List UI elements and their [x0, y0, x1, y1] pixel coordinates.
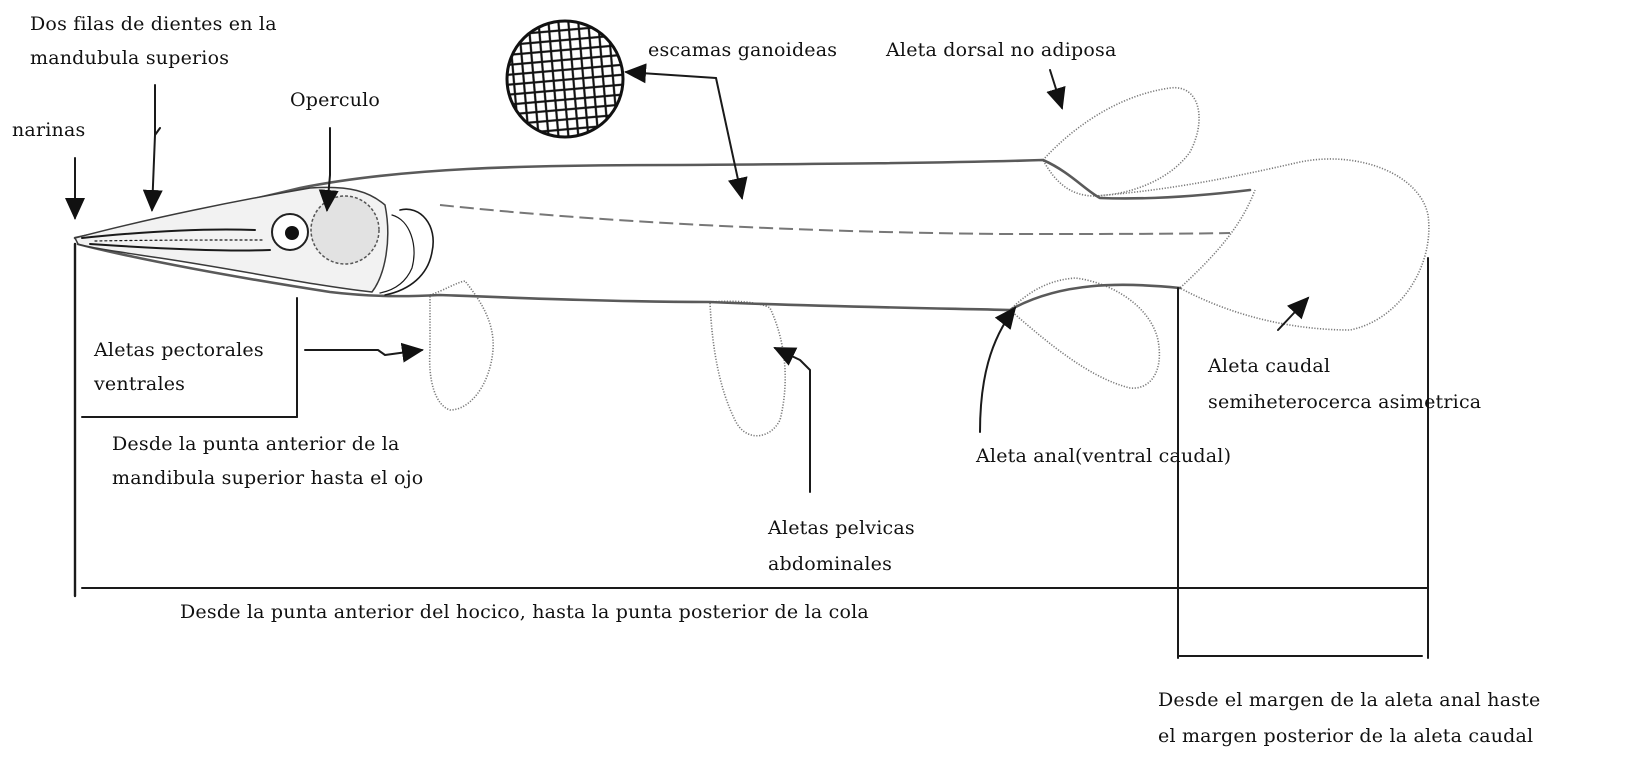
operculum-area — [311, 196, 379, 264]
label-snout-eye-line1: Desde la punta anterior de la — [112, 430, 400, 458]
lateral-line — [440, 205, 1230, 234]
label-pelvic-line1: Aletas pelvicas — [768, 514, 915, 542]
label-pectoral-line2: ventrales — [94, 370, 185, 398]
label-caudal-line2: semiheterocerca asimetrica — [1208, 388, 1481, 416]
label-anal-caudal-line1: Desde el margen de la aleta anal haste — [1158, 686, 1541, 714]
label-snout-eye-line2: mandibula superior hasta el ojo — [112, 464, 423, 492]
label-pelvic-line2: abdominales — [768, 550, 892, 578]
pelvic-fin — [710, 301, 785, 436]
pectoral-fin — [430, 281, 494, 410]
label-teeth-line2: mandubula superios — [30, 44, 229, 72]
label-pectoral-line1: Aletas pectorales — [94, 336, 264, 364]
label-anal-fin: Aleta anal(ventral caudal) — [976, 442, 1231, 470]
label-nostrils: narinas — [12, 116, 85, 144]
anal-fin — [1010, 278, 1159, 388]
label-dorsal-fin: Aleta dorsal no adiposa — [886, 36, 1117, 64]
label-scales: escamas ganoideas — [648, 36, 837, 64]
label-total-length: Desde la punta anterior del hocico, hast… — [180, 598, 869, 626]
scales-closeup — [507, 21, 623, 137]
label-operculum: Operculo — [290, 86, 380, 114]
label-teeth-line1: Dos filas de dientes en la — [30, 10, 277, 38]
dorsal-fin — [1043, 88, 1199, 196]
label-caudal-line1: Aleta caudal — [1208, 352, 1330, 380]
label-anal-caudal-line2: el margen posterior de la aleta caudal — [1158, 722, 1533, 750]
